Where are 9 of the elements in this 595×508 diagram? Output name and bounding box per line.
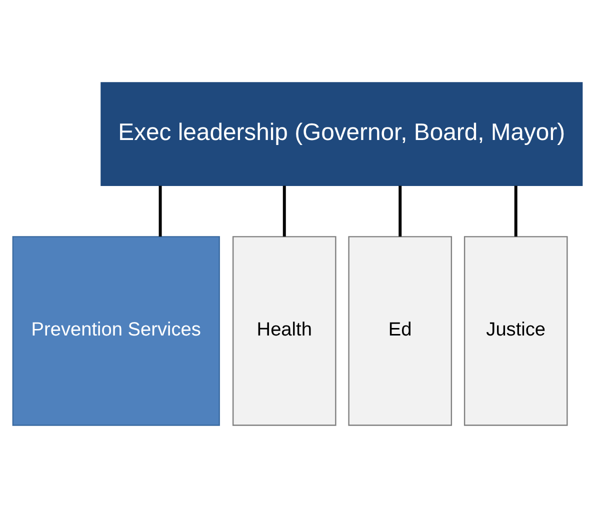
node-box: Ed <box>348 236 452 426</box>
connector <box>282 186 286 237</box>
node-box: Exec leadership (Governor, Board, Mayor) <box>100 82 583 186</box>
node-box: Justice <box>464 236 568 426</box>
connector <box>158 186 162 237</box>
node-box: Health <box>232 236 336 426</box>
connector <box>398 186 402 237</box>
connector <box>514 186 518 237</box>
node-box: Prevention Services <box>12 236 220 426</box>
